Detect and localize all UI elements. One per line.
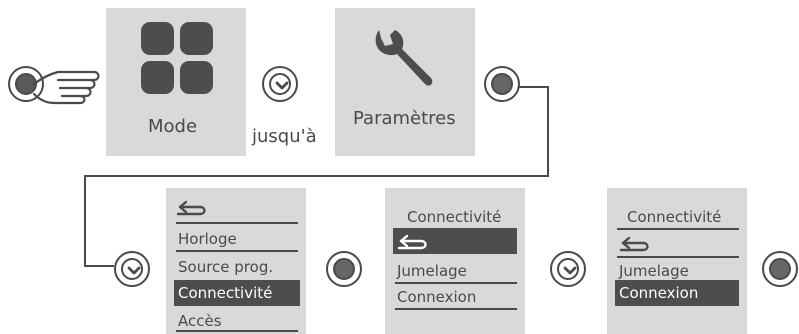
menu-title: Connectivité bbox=[627, 208, 722, 226]
back-arrow-icon bbox=[176, 200, 206, 216]
ok-button[interactable] bbox=[484, 66, 520, 102]
down-button[interactable] bbox=[262, 66, 298, 102]
ok-button[interactable] bbox=[326, 251, 362, 287]
menu-panel-2: Connectivité Jumelage Connexion bbox=[385, 188, 525, 334]
menu-divider bbox=[617, 228, 739, 230]
menu-title: Connectivité bbox=[407, 208, 502, 226]
settings-panel: Paramètres bbox=[335, 8, 475, 156]
menu-item-jumelage[interactable]: Jumelage bbox=[619, 262, 689, 280]
mode-label: Mode bbox=[148, 116, 198, 137]
connector-line bbox=[84, 175, 549, 177]
menu-item-horloge[interactable]: Horloge bbox=[178, 230, 237, 248]
selected-item-highlight bbox=[615, 280, 739, 306]
menu-panel-1: Horloge Source prog. Connectivité Accès bbox=[166, 188, 306, 334]
down-button-icon bbox=[121, 258, 143, 280]
connector-line bbox=[84, 175, 86, 267]
ok-button-icon bbox=[769, 258, 791, 280]
menu-panel-3: Connectivité Jumelage Connexion bbox=[607, 188, 747, 334]
four-square-grid-icon bbox=[141, 22, 213, 94]
connector-line bbox=[547, 86, 549, 176]
connector-line bbox=[84, 265, 114, 267]
menu-item-connexion[interactable]: Connexion bbox=[397, 288, 477, 306]
back-arrow-icon[interactable] bbox=[619, 234, 655, 252]
ok-button[interactable] bbox=[8, 66, 44, 102]
settings-label: Paramètres bbox=[353, 108, 456, 129]
wrench-icon bbox=[375, 30, 433, 86]
ok-button-icon bbox=[333, 258, 355, 280]
ok-button[interactable] bbox=[762, 251, 798, 287]
menu-divider bbox=[395, 308, 517, 310]
chevron-down-icon bbox=[563, 266, 577, 275]
menu-item-source-prog[interactable]: Source prog. bbox=[178, 258, 274, 276]
down-button[interactable] bbox=[550, 251, 586, 287]
menu-divider bbox=[617, 256, 739, 258]
ok-button-icon bbox=[15, 73, 37, 95]
menu-item-jumelage[interactable]: Jumelage bbox=[397, 262, 467, 280]
ok-button-icon bbox=[491, 73, 513, 95]
menu-divider bbox=[176, 250, 298, 252]
pointing-hand-icon bbox=[32, 70, 100, 105]
menu-item-connectivite[interactable]: Connectivité bbox=[178, 284, 273, 302]
menu-divider bbox=[395, 282, 517, 284]
chevron-down-icon bbox=[127, 266, 141, 275]
selected-item-highlight bbox=[174, 280, 300, 306]
down-button[interactable] bbox=[114, 251, 150, 287]
menu-divider bbox=[176, 222, 298, 224]
until-label: jusqu'à bbox=[252, 126, 317, 147]
back-arrow-icon[interactable] bbox=[397, 232, 433, 250]
down-button-icon bbox=[557, 258, 579, 280]
chevron-down-icon bbox=[275, 81, 289, 90]
mode-panel: Mode bbox=[106, 8, 246, 156]
connector-line bbox=[519, 86, 549, 88]
menu-item-connexion[interactable]: Connexion bbox=[619, 284, 699, 302]
menu-divider bbox=[176, 330, 298, 332]
down-button-icon bbox=[269, 73, 291, 95]
menu-item-acces[interactable]: Accès bbox=[178, 312, 222, 330]
